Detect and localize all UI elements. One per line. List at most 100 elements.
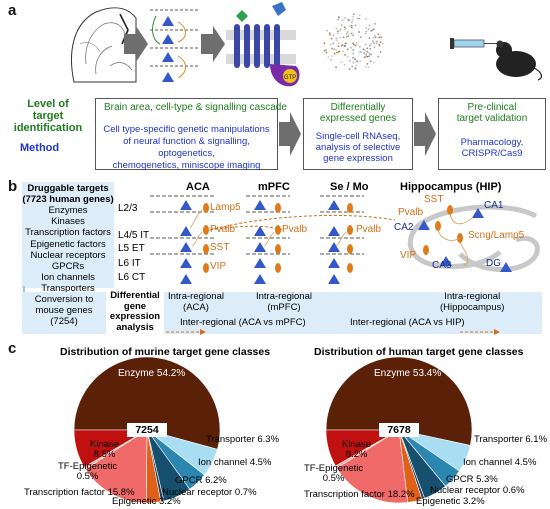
cell-dot	[354, 44, 357, 47]
cell-dot	[335, 27, 338, 30]
cell-dot	[365, 53, 367, 56]
druggable-list: Enzymes Kinases Transcription factors Ep…	[25, 205, 111, 295]
cortical-columns-diagram	[150, 195, 396, 284]
cell-dot	[349, 25, 352, 28]
cell-dot	[367, 28, 370, 31]
cell-dot	[343, 26, 346, 29]
cell-dot	[351, 21, 353, 24]
cell-type-label: Lamp5	[210, 202, 241, 213]
cell-dot	[351, 18, 354, 20]
cell-dot	[354, 58, 357, 61]
cell-dot	[337, 30, 340, 32]
layer-label: L2/3	[118, 203, 138, 214]
cell-dot	[372, 61, 375, 64]
cell-dot	[363, 56, 366, 59]
cell-dot	[378, 36, 381, 39]
flow-arrow-icon	[201, 26, 225, 62]
slice-label-transcription: Transcription factor 18.2%	[304, 489, 415, 500]
cell-dot	[350, 24, 353, 27]
cell-dot	[363, 49, 366, 51]
cell-dot	[348, 68, 351, 70]
cell-dot	[339, 28, 342, 31]
cell-dot	[368, 37, 371, 40]
hippocampus-diagram	[407, 204, 540, 272]
cell-dot	[340, 44, 343, 47]
cell-dot	[348, 19, 351, 22]
cell-dot	[365, 55, 368, 58]
cell-dot	[377, 56, 380, 58]
hip-dg-label: DG	[486, 258, 501, 269]
cell-dot	[369, 44, 371, 47]
differential-analysis-label: Differential gene expression analysis	[106, 290, 164, 334]
cell-dot	[364, 32, 367, 35]
cell-dot	[351, 20, 353, 23]
cell-dot	[368, 55, 370, 57]
cell-type-label: VIP	[210, 261, 227, 272]
slice-label-enzyme: Enzyme 54.2%	[118, 368, 186, 379]
cell-dot	[335, 39, 338, 41]
mpfc-pvalb-label: Pvalb	[282, 224, 308, 235]
cell-dot	[355, 64, 358, 67]
cell-dot	[376, 40, 379, 43]
cell-dot	[372, 36, 375, 39]
layer-label: L4/5 IT	[118, 230, 150, 241]
cell-dot	[366, 47, 369, 50]
slice-label-transporter: Transporter 6.3%	[206, 434, 280, 445]
box2-level-text: Differentially expressed genes	[319, 102, 397, 124]
cell-type-label: SST	[210, 242, 230, 253]
hip-ca1-label: CA1	[484, 200, 504, 211]
cell-dot	[328, 32, 331, 35]
box1-level-text: Brain area, cell-type & signalling casca…	[104, 102, 287, 113]
cell-type-label: Pvalb	[210, 224, 236, 235]
cell-dot	[374, 23, 376, 25]
hip-ca3-label: CA3	[432, 260, 452, 271]
pie-title-murine: Distribution of murine target gene class…	[60, 346, 271, 358]
cell-dot	[358, 17, 361, 20]
layered-neurons-icon	[150, 9, 198, 82]
intra-hip-label: Intra-regional(Hippocampus)	[440, 291, 505, 313]
cell-dot	[335, 66, 337, 69]
cell-dot	[333, 48, 335, 50]
cell-dot	[352, 43, 355, 46]
region-mpfc: mPFC	[258, 181, 290, 193]
cell-dot	[359, 51, 361, 53]
cell-dot	[332, 42, 334, 45]
cell-dot	[344, 42, 347, 45]
slice-label-ion-channel: Ion channel 4.5%	[198, 457, 272, 468]
hip-pvalb-label: Pvalb	[398, 207, 424, 218]
slice-label-epigenetic: Epigenetic 3.2%	[416, 496, 485, 507]
layer-label: L6 CT	[118, 272, 146, 283]
pie-slice-transcription-factor	[336, 429, 409, 504]
druggable-title: Druggable targets (7723 human genes)	[22, 183, 114, 205]
pie-slice-transcription-factor	[84, 429, 148, 504]
slice-label-nuclear: Nuclear receptor 0.6%	[430, 485, 525, 496]
cell-dot	[363, 52, 365, 55]
cell-dot	[372, 40, 374, 43]
slice-label-gpcr: GPCR 6.2%	[175, 475, 227, 486]
intra-mpfc-label: Intra-regional(mPFC)	[256, 291, 312, 313]
cell-dot	[365, 18, 368, 20]
cell-dot	[344, 45, 347, 47]
inter-aca-hip-label: Inter-regional (ACA vs HIP)	[350, 317, 465, 328]
slice-label-transporter: Transporter 6.1%	[474, 434, 548, 445]
single-cell-cluster-plot-icon	[323, 13, 384, 70]
cell-dot	[330, 58, 332, 61]
cell-dot	[337, 42, 340, 45]
cell-dot	[367, 66, 370, 69]
slice-label-gpcr: GPCR 5.3%	[446, 474, 498, 485]
box1-method-text: Cell type-specific genetic manipulations…	[103, 124, 270, 171]
cell-dot	[379, 51, 382, 53]
intra-aca-label: Intra-regional(ACA)	[168, 291, 224, 313]
pie-slice-kinase	[73, 429, 149, 468]
cell-dot	[365, 65, 367, 68]
box3-method-text: Pharmacology, CRISPR/Cas9	[460, 137, 524, 159]
cell-dot	[337, 32, 339, 35]
region-aca: ACA	[186, 181, 210, 193]
cell-dot	[337, 45, 340, 48]
flow-arrow-icon	[279, 112, 301, 156]
syringe-mouse-icon	[450, 38, 543, 81]
